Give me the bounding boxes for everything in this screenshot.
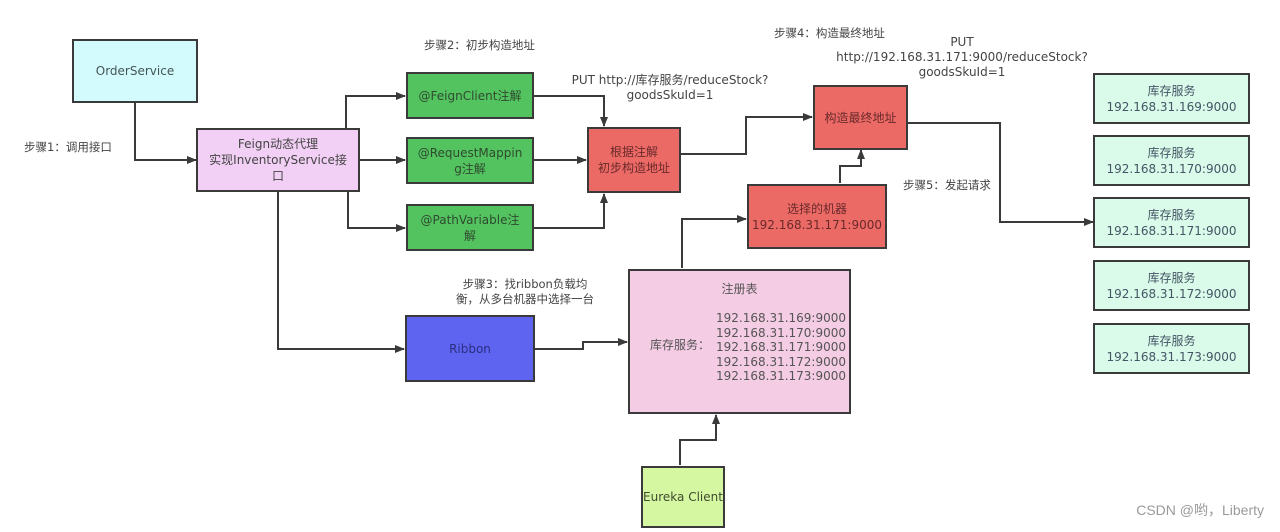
order-service-node: OrderService <box>72 39 198 103</box>
arrow-pathvariable-to-initial <box>533 193 608 229</box>
arrow-eureka-to-registry <box>679 414 720 465</box>
arrow-registry-to-machine <box>681 215 747 268</box>
step3-annotation: 步骤3：找ribbon负载均 衡，从多台机器中选择一台 <box>440 277 610 307</box>
inventory-instance-address: 192.168.31.169:9000 <box>1106 99 1237 114</box>
feign-client-label: @FeignClient注解 <box>418 88 522 103</box>
final-address-label: 构造最终地址 <box>824 110 897 125</box>
registry-service-key: 库存服务： <box>650 338 711 352</box>
step2-label: 步骤2：初步构造地址 <box>424 38 535 52</box>
final-url-annotation: PUT http://192.168.31.171:9000/reduceSto… <box>832 35 1092 80</box>
initial-url-line2: goodsSkuId=1 <box>626 88 714 102</box>
arrow-order-to-feign <box>134 102 197 164</box>
step1-label: 步骤1：调用接口 <box>24 140 112 154</box>
inventory-instance-node: 库存服务 192.168.31.172:9000 <box>1093 260 1250 311</box>
step3-line2: 衡，从多台机器中选择一台 <box>456 292 594 306</box>
final-url-line2: http://192.168.31.171:9000/reduceStock? <box>836 50 1088 64</box>
inventory-instance-node: 库存服务 192.168.31.170:9000 <box>1093 135 1250 186</box>
registry-entry: 192.168.31.169:9000 <box>716 311 847 325</box>
registry-entry: 192.168.31.170:9000 <box>716 325 847 340</box>
step5-label: 步骤5：发起请求 <box>903 178 991 192</box>
initial-address-line1: 根据注解 <box>609 145 658 159</box>
request-mapping-line1: @RequestMappin <box>417 145 523 160</box>
arrow-machine-to-final <box>839 149 865 183</box>
arrow-feign-to-pathvariable <box>347 191 406 232</box>
inventory-instance-node: 库存服务 192.168.31.173:9000 <box>1093 323 1250 374</box>
initial-address-line2: 初步构造地址 <box>597 161 670 175</box>
inventory-instance-node: 库存服务 192.168.31.171:9000 <box>1093 197 1250 248</box>
request-mapping-node: @RequestMappin g注解 <box>406 137 534 184</box>
watermark: CSDN @哟，Liberty <box>1136 502 1264 518</box>
inventory-instance-name: 库存服务 <box>1147 270 1196 285</box>
feign-proxy-node: Feign动态代理 实现InventoryService接 口 <box>196 128 360 192</box>
inventory-instance-node: 库存服务 192.168.31.169:9000 <box>1093 73 1250 124</box>
feign-proxy-line2: 实现InventoryService接 <box>209 153 347 167</box>
inventory-instance-name: 库存服务 <box>1147 83 1196 98</box>
registry-title: 注册表 <box>721 282 758 296</box>
final-address-node: 构造最终地址 <box>813 85 908 150</box>
inventory-instance-name: 库存服务 <box>1147 207 1196 222</box>
arrow-final-to-instance-171 <box>908 122 1094 226</box>
feign-client-node: @FeignClient注解 <box>406 72 534 119</box>
feign-proxy-line1: Feign动态代理 <box>237 137 319 151</box>
inventory-instance-address: 192.168.31.170:9000 <box>1106 161 1237 176</box>
arrow-feignclient-to-initial <box>533 95 608 127</box>
arrow-feign-to-feignclient <box>345 92 406 129</box>
ribbon-label: Ribbon <box>449 341 491 356</box>
arrow-ribbon-to-registry <box>534 338 628 350</box>
inventory-instance-address: 192.168.31.173:9000 <box>1106 349 1237 364</box>
path-variable-line2: 解 <box>463 228 476 243</box>
step4-label: 步骤4：构造最终地址 <box>774 26 885 40</box>
registry-entry: 192.168.31.172:9000 <box>716 354 847 369</box>
order-service-label: OrderService <box>95 64 175 78</box>
path-variable-line1: @PathVariable注 <box>420 212 520 227</box>
step3-line1: 步骤3：找ribbon负载均 <box>462 277 588 291</box>
ribbon-node: Ribbon <box>405 315 535 382</box>
feign-proxy-line3: 口 <box>271 169 284 183</box>
initial-url-annotation: PUT http://库存服务/reduceStock? goodsSkuId=… <box>562 73 778 103</box>
registry-entry-list: 192.168.31.169:9000 192.168.31.170:9000 … <box>716 311 846 384</box>
initial-address-node: 根据注解 初步构造地址 <box>587 127 681 193</box>
selected-machine-line2: 192.168.31.171:9000 <box>751 217 882 232</box>
final-url-line3: goodsSkuId=1 <box>918 65 1006 79</box>
selected-machine-line1: 选择的机器 <box>786 201 847 216</box>
arrow-feign-to-ribbon <box>277 191 405 353</box>
registry-entry: 192.168.31.171:9000 <box>716 340 847 354</box>
inventory-instance-address: 192.168.31.171:9000 <box>1106 223 1237 238</box>
final-url-line1: PUT <box>950 35 974 49</box>
registry-node: 注册表 库存服务： 192.168.31.169:9000 192.168.31… <box>628 269 851 414</box>
selected-machine-node: 选择的机器 192.168.31.171:9000 <box>747 184 887 249</box>
inventory-instance-name: 库存服务 <box>1147 145 1196 160</box>
inventory-instance-address: 192.168.31.172:9000 <box>1106 286 1237 301</box>
initial-url-line1: PUT http://库存服务/reduceStock? <box>571 73 769 87</box>
registry-entry: 192.168.31.173:9000 <box>716 369 847 383</box>
arrow-initial-to-final <box>680 113 813 155</box>
inventory-instance-name: 库存服务 <box>1147 333 1196 348</box>
eureka-client-node: Eureka Client <box>641 466 725 528</box>
eureka-client-label: Eureka Client <box>643 490 723 504</box>
path-variable-node: @PathVariable注 解 <box>406 204 534 251</box>
request-mapping-line2: g注解 <box>454 161 486 176</box>
